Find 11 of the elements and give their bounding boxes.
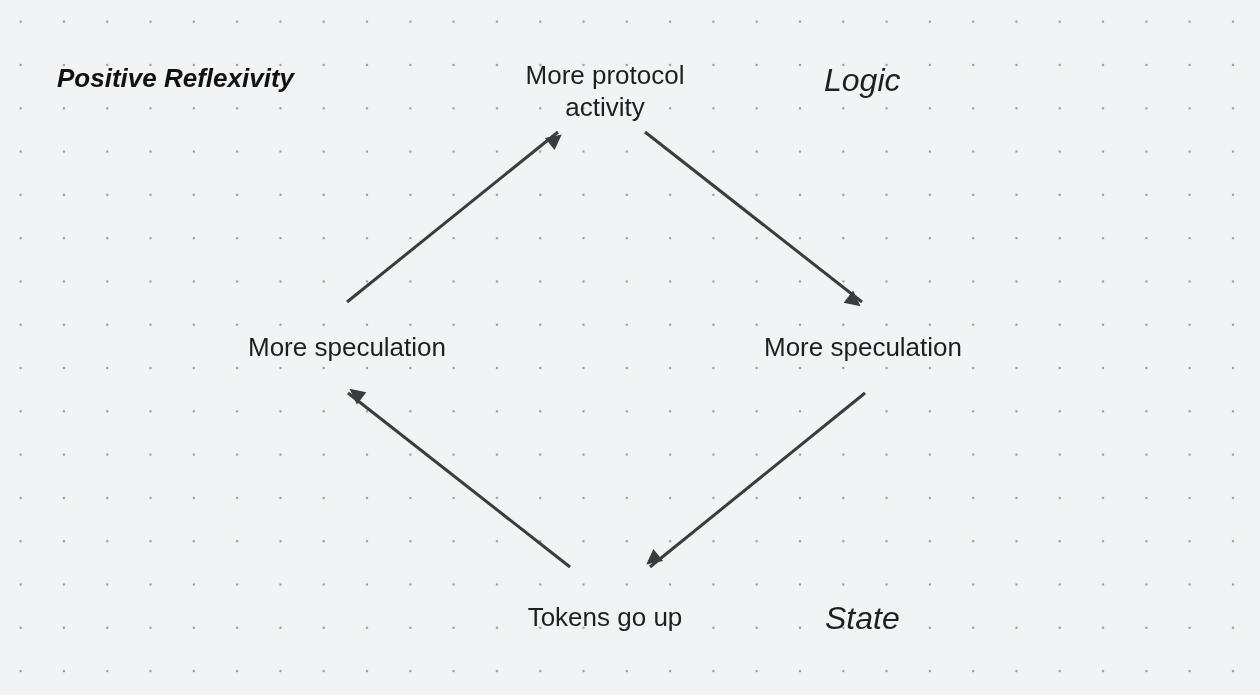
arrow bbox=[646, 391, 866, 569]
step-text: More speculation bbox=[248, 331, 446, 364]
arrow bbox=[347, 388, 571, 569]
step-text: Tokens go up bbox=[527, 600, 683, 634]
side-label: Logic bbox=[824, 62, 901, 99]
arrow bbox=[644, 130, 863, 307]
arrow bbox=[346, 130, 562, 304]
side-label: State bbox=[825, 600, 900, 637]
step-text: More speculation bbox=[764, 331, 962, 364]
step-text: More protocol activity bbox=[524, 58, 686, 124]
diagram-title: Positive Reflexivity bbox=[57, 63, 294, 94]
